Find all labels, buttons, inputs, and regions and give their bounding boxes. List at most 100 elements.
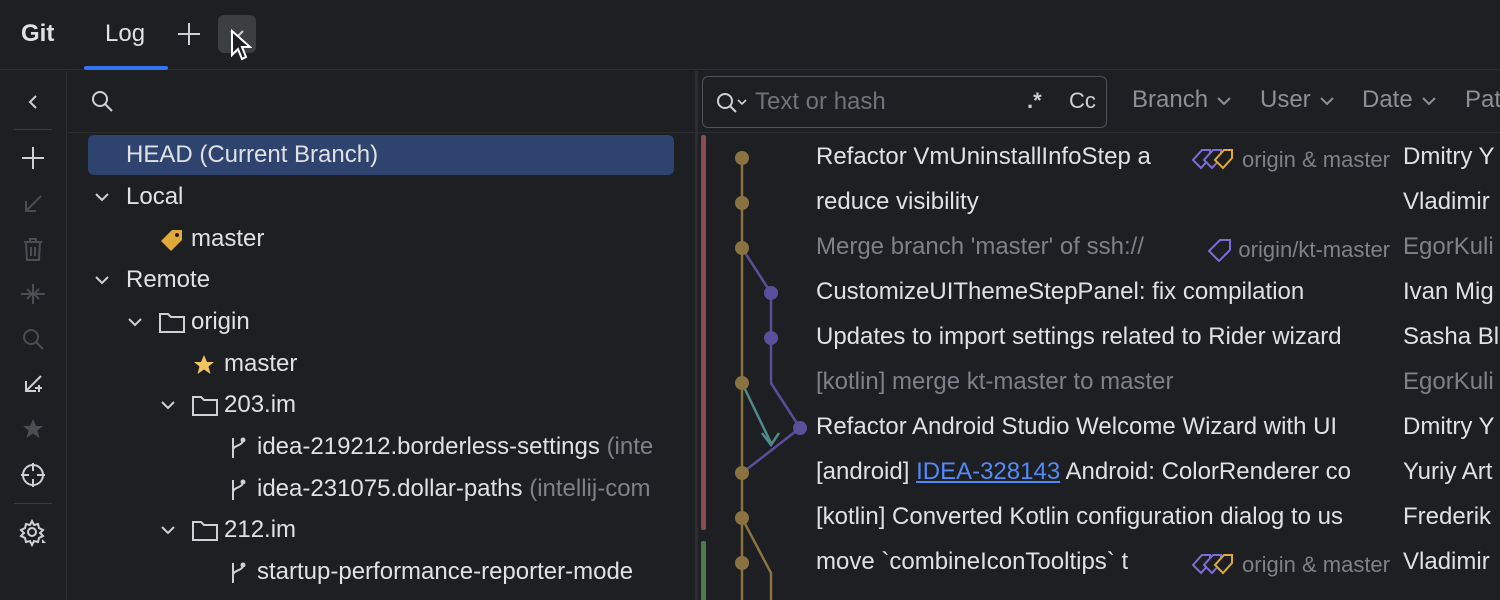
commit-refs: origin/kt-master (1202, 235, 1390, 265)
commit-row[interactable]: reduce visibility Vladimir (698, 181, 1500, 226)
branch-icon (232, 479, 246, 500)
navigate-button[interactable] (18, 460, 48, 490)
settings-button[interactable] (18, 518, 48, 548)
commit-author: Dmitry Y (1403, 413, 1495, 440)
match-case-toggle[interactable]: Cc (1069, 88, 1096, 113)
tree-item-local-master[interactable]: master (68, 219, 695, 259)
checkout-button[interactable] (18, 189, 48, 219)
chevron-down-icon (1421, 96, 1436, 106)
branch-search-bar[interactable] (68, 71, 695, 133)
log-search-input[interactable] (755, 87, 1015, 117)
filter-branch[interactable]: Branch (1132, 86, 1232, 114)
log-panel: .* Cc Branch User Date Pat (698, 71, 1500, 600)
checkout-arrow-icon (25, 195, 42, 212)
commit-row[interactable]: [kotlin] merge kt-master to master EgorK… (698, 361, 1500, 406)
tree-item-branch[interactable]: idea-231075.dollar-paths (intellij-com (68, 469, 695, 509)
tree-item-label: startup-performance-reporter-mode (257, 558, 634, 585)
commit-row[interactable]: move `combineIconTooltips` t origin & ma… (698, 541, 1500, 586)
toolbar-divider (14, 129, 52, 130)
tab-log-label: Log (105, 20, 146, 47)
add-tab-button[interactable] (170, 15, 208, 53)
compare-button[interactable] (18, 279, 48, 309)
commit-author: Sasha Bl (1403, 323, 1500, 350)
commit-message: [kotlin] Converted Kotlin configuration … (816, 503, 1343, 530)
tree-item-label: 203.im (224, 391, 297, 418)
chevron-down-icon (128, 318, 142, 327)
tree-group-203-im[interactable]: 203.im (68, 385, 695, 425)
tree-group-212-im[interactable]: 212.im (68, 510, 695, 550)
active-tab-indicator (84, 66, 168, 70)
graph-lines (735, 151, 807, 600)
commit-message: Refactor VmUninstallInfoStep a (816, 143, 1151, 170)
folder-icon (192, 521, 218, 541)
delete-icon (24, 238, 42, 261)
chevron-down-icon (95, 276, 109, 285)
filter-user[interactable]: User (1260, 86, 1335, 114)
tree-item-label: master (224, 350, 298, 377)
filter-paths[interactable]: Pat (1465, 86, 1500, 114)
tabs-dropdown-button[interactable] (218, 15, 256, 61)
plus-icon (22, 147, 44, 169)
commit-author: Vladimir (1403, 548, 1490, 575)
commit-message: Refactor Android Studio Welcome Wizard w… (816, 413, 1338, 440)
filter-paths-label: Pat (1465, 86, 1500, 113)
mouse-cursor-icon (231, 29, 252, 61)
tool-window-title: Git (21, 20, 55, 47)
commit-author: Yuriy Art (1403, 458, 1493, 485)
star-icon (194, 355, 214, 374)
show-diff-button[interactable] (18, 369, 48, 399)
tree-item-suffix: (intellij-com (529, 475, 651, 502)
filter-date-label: Date (1362, 86, 1413, 113)
compare-arrows-icon (21, 284, 45, 304)
commit-row[interactable]: [kotlin] Converted Kotlin configuration … (698, 496, 1500, 541)
find-branch-button[interactable] (18, 324, 48, 354)
commit-row[interactable]: Updates to import settings related to Ri… (698, 316, 1500, 361)
panel-splitter[interactable] (695, 71, 698, 600)
commit-row[interactable]: Refactor VmUninstallInfoStep a origin & … (698, 136, 1500, 181)
commit-graph (698, 133, 808, 600)
commit-message: [kotlin] merge kt-master to master (816, 368, 1174, 395)
commit-row[interactable]: CustomizeUIThemeStepPanel: fix compilati… (698, 271, 1500, 316)
branches-panel: HEAD (Current Branch) Local master Remot… (68, 71, 695, 600)
commit-row[interactable]: Refactor Android Studio Welcome Wizard w… (698, 406, 1500, 451)
commit-author: Frederik (1403, 503, 1492, 530)
new-branch-button[interactable] (18, 143, 48, 173)
search-icon (23, 329, 44, 350)
search-icon (92, 91, 113, 112)
tree-item-suffix: (inte (606, 433, 654, 460)
commit-author: Dmitry Y (1403, 143, 1495, 170)
tree-group-local[interactable]: Local (68, 177, 695, 217)
commit-message: CustomizeUIThemeStepPanel: fix compilati… (816, 278, 1305, 305)
tree-item-label: 212.im (224, 516, 297, 543)
tree-group-origin[interactable]: origin (68, 302, 695, 342)
branch-icon (232, 562, 246, 583)
commit-message: Updates to import settings related to Ri… (816, 323, 1342, 350)
commit-message: move `combineIconTooltips` t (816, 548, 1129, 575)
log-search-box: .* Cc (702, 76, 1107, 128)
commit-row[interactable]: Merge branch 'master' of ssh:// origin/k… (698, 226, 1500, 271)
tree-group-remote[interactable]: Remote (68, 260, 695, 300)
filter-date[interactable]: Date (1362, 86, 1437, 114)
favorite-button[interactable] (18, 414, 48, 444)
regex-toggle[interactable]: .* (1027, 88, 1042, 113)
commit-ref-label: origin/kt-master (1238, 237, 1390, 262)
commit-row[interactable]: [android] IDEA-328143 Android: ColorRend… (698, 451, 1500, 496)
tree-item-head[interactable]: HEAD (Current Branch) (88, 135, 674, 175)
tree-item-branch[interactable]: idea-219212.borderless-settings (inte (68, 427, 695, 467)
tree-item-branch[interactable]: startup-performance-reporter-mode (68, 552, 695, 592)
chevron-down-icon (1319, 96, 1334, 106)
delete-branch-button[interactable] (18, 234, 48, 264)
tab-log[interactable]: Log (84, 0, 168, 70)
show-diff-icon (25, 375, 42, 392)
commit-author: EgorKuli (1403, 233, 1494, 260)
search-history-icon[interactable] (715, 91, 747, 115)
tree-item-origin-master[interactable]: master (68, 344, 695, 384)
issue-link[interactable]: IDEA-328143 (916, 458, 1061, 485)
folder-icon (159, 313, 185, 333)
tree-item-label: origin (191, 308, 250, 335)
commit-message: reduce visibility (816, 188, 979, 215)
collapse-button[interactable] (18, 87, 48, 117)
commit-message: Merge branch 'master' of ssh:// (816, 233, 1144, 260)
tree-item-label: idea-231075.dollar-paths (intellij-com (257, 475, 651, 502)
tree-item-label: HEAD (Current Branch) (126, 141, 379, 168)
